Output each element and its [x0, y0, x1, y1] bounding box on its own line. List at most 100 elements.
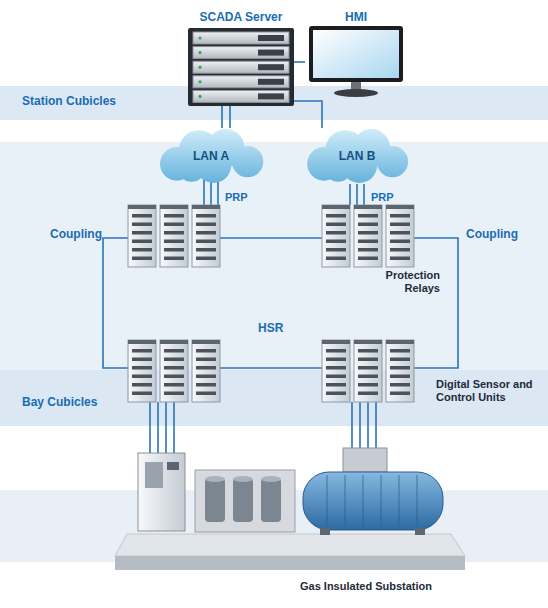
cabinet-slot [132, 383, 152, 387]
cabinet-slot [390, 383, 410, 387]
tank-rib [326, 475, 327, 527]
cabinet-slot [390, 231, 410, 235]
node-illustration [188, 28, 294, 106]
layout-wires [103, 172, 322, 456]
cabinet-slot [132, 366, 152, 370]
cabinet-body [128, 205, 156, 267]
network-wire [103, 238, 128, 368]
tank-rib [398, 475, 399, 527]
label-anchor: Coupling [466, 224, 518, 242]
cubicle-area [0, 142, 548, 426]
cabinet-top [128, 205, 156, 209]
cabinet-slot [358, 240, 378, 244]
cabinet-slot [164, 366, 184, 370]
server-panel [258, 50, 284, 56]
server-led [198, 95, 201, 98]
cabinet-slot [164, 383, 184, 387]
gas-tank [303, 472, 443, 530]
tank-leg [415, 528, 425, 535]
hmi-node: HMI [305, 10, 407, 98]
tank-leg [320, 528, 330, 535]
cabinet-slot [132, 349, 152, 353]
cabinet-top [160, 340, 188, 344]
label-anchor: Coupling [50, 224, 102, 242]
network-link [352, 402, 376, 448]
cabinet-slot [390, 349, 410, 353]
label-anchor: HSR [258, 318, 283, 336]
node-label: LAN A [193, 149, 229, 163]
cabinet-slot [196, 349, 216, 353]
network-link [350, 184, 364, 205]
cabinet-slot [390, 248, 410, 252]
cabinet-top [192, 340, 220, 344]
server-panel [258, 79, 284, 85]
bay-band [0, 370, 548, 426]
cabinet-slot [390, 223, 410, 227]
layout-cabinets [128, 205, 220, 402]
cabinet-slot [390, 240, 410, 244]
cabinet-body [386, 340, 414, 402]
cabinet-slot [132, 248, 152, 252]
server-panel [258, 64, 284, 70]
platform-front [115, 556, 465, 570]
text-label: Coupling [50, 227, 102, 241]
lan-cloud: LAN A [150, 128, 272, 184]
cabinet-body [160, 340, 188, 402]
cabinet-slot [196, 214, 216, 218]
network-link [414, 238, 458, 368]
monitor-frame [309, 26, 403, 82]
text-label: Bay Cubicles [22, 395, 97, 409]
node-label: Digital Sensor and Control Units [436, 378, 542, 404]
cabinet-slot [196, 375, 216, 379]
cabinet-top [160, 205, 188, 209]
edge-label: PRP [371, 191, 394, 203]
tank-rib [380, 475, 381, 527]
cabinet-top [128, 340, 156, 344]
label-anchor: Station Cubicles [22, 91, 116, 109]
switch-cabinet [138, 453, 185, 531]
cabinet-slot [326, 349, 346, 353]
server-unit [193, 61, 289, 73]
text-label: Coupling [466, 227, 518, 241]
breaker-pole [233, 478, 253, 522]
cabinet-body [192, 340, 220, 402]
server-chassis [188, 28, 294, 106]
node-label: LAN B [339, 149, 376, 163]
breaker-pole [205, 478, 225, 522]
cabinet-panel [145, 462, 163, 488]
cabinet-slot [326, 248, 346, 252]
cabinet-slot [132, 375, 152, 379]
node-label: HMI [345, 10, 367, 24]
cabinet-slot [358, 383, 378, 387]
text-label: HSR [258, 321, 283, 335]
cabinet-slot [390, 375, 410, 379]
cabinet-slot [358, 248, 378, 252]
cabinet-body [386, 205, 414, 267]
cabinet-body [354, 205, 382, 267]
edge-label-anchor: PRP [371, 187, 394, 205]
breaker-pole [261, 478, 281, 522]
cabinet-slot [196, 383, 216, 387]
cabinet-slot [358, 375, 378, 379]
server-led [198, 80, 201, 83]
cable-box [343, 448, 387, 472]
cabinet-slot [326, 358, 346, 362]
cabinet-slot [196, 257, 216, 261]
cabinet-top [192, 205, 220, 209]
pole-cap [233, 476, 253, 482]
cabinet-slot [326, 383, 346, 387]
network-wire [220, 237, 322, 239]
cabinet-slot [358, 358, 378, 362]
cabinet-slot [326, 392, 346, 396]
platform-top [115, 534, 465, 556]
cabinet-slot [358, 349, 378, 353]
cabinet-slot [164, 349, 184, 353]
cabinet-body [354, 340, 382, 402]
node-illustration [115, 448, 465, 574]
cabinet-slot [132, 231, 152, 235]
pole-cap [261, 476, 281, 482]
cabinet-slot [164, 257, 184, 261]
server-led [198, 36, 201, 39]
